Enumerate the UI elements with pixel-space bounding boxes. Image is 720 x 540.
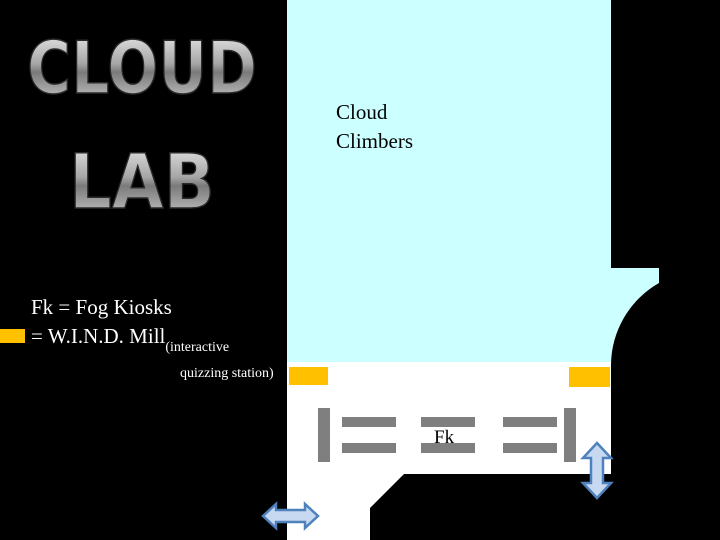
fog-kiosk-mid-top — [421, 417, 475, 427]
logo-line-1: CLOUD — [27, 26, 257, 110]
logo-line-2: LAB — [69, 137, 215, 226]
room-label-line-2: Climbers — [336, 129, 413, 153]
legend-wind-mill-note-b: quizzing station) — [180, 366, 274, 381]
wind-mill-marker-left — [289, 367, 328, 385]
legend-wind-mill-note-a: (interactive — [165, 340, 230, 355]
room-label-line-1: Cloud — [336, 100, 388, 124]
fog-kiosk-group — [318, 408, 576, 462]
fog-kiosk-right-top — [503, 417, 557, 427]
wind-mill-marker-right — [569, 367, 610, 387]
wind-mill-marker-legend — [0, 329, 25, 343]
fog-kiosk-post-right — [564, 408, 576, 462]
room-label: Cloud Climbers — [336, 98, 413, 156]
double-arrow-horizontal-icon — [261, 501, 320, 531]
cloud-climbers-room — [287, 0, 659, 365]
legend-wind-mill-label: = W.I.N.D. Mill — [31, 324, 166, 348]
legend-fog-kiosks: Fk = Fog Kiosks — [31, 295, 172, 319]
fog-kiosk-left-top — [342, 417, 396, 427]
fog-kiosk-right-bottom — [503, 443, 557, 453]
fog-kiosk-post-left — [318, 408, 330, 462]
legend-wind-mill: = W.I.N.D. Mill(interactive — [31, 321, 229, 355]
fog-kiosk-label: Fk — [434, 427, 455, 448]
fog-kiosk-left-bottom — [342, 443, 396, 453]
double-arrow-vertical-icon — [580, 441, 614, 500]
fog-kiosk-mid-bottom — [421, 443, 475, 453]
